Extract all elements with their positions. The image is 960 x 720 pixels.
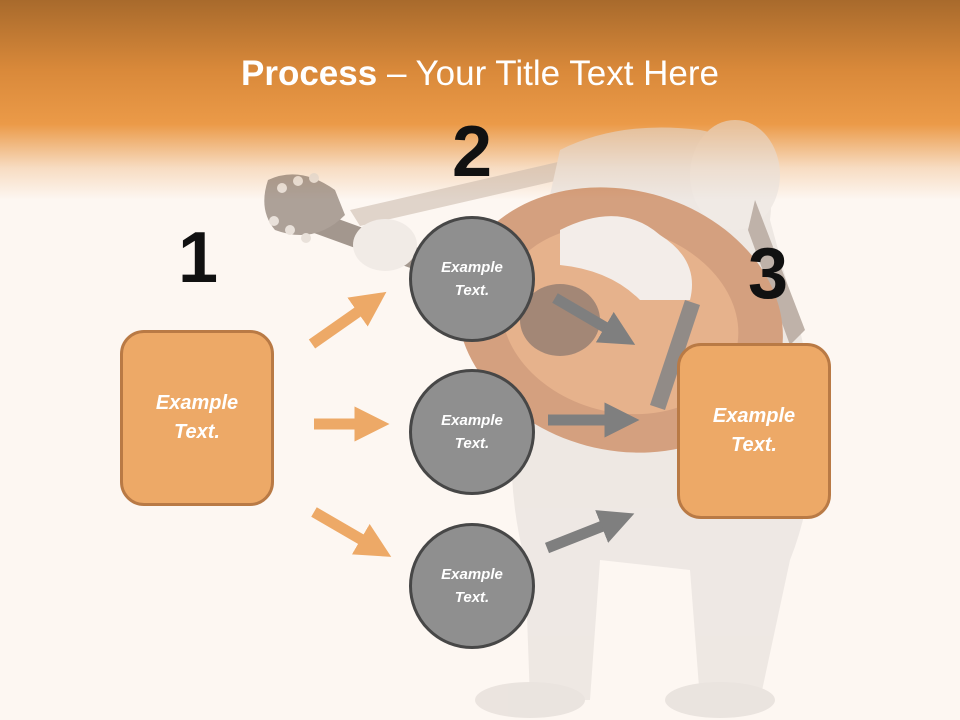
title-rest: – Your Title Text Here: [377, 54, 719, 93]
step-3-box: Example Text.: [677, 343, 831, 519]
arrow-1-to-2a: [308, 291, 387, 349]
step-2-circle-2-text: Example Text.: [441, 412, 503, 452]
arrow-2a-to-3: [552, 293, 636, 345]
arrow-2c-to-3: [544, 510, 635, 554]
step-2-circle-1: Example Text.: [409, 216, 535, 342]
step-2-circle-3: Example Text.: [409, 523, 535, 649]
step-1-box: Example Text.: [120, 330, 274, 506]
step-2-circle-3-text: Example Text.: [441, 566, 503, 606]
step-number-3: 3: [747, 234, 789, 314]
step-number-1: 1: [177, 218, 219, 298]
slide-title: Process – Your Title Text Here: [0, 52, 960, 96]
step-2-circle-1-text: Example Text.: [441, 259, 503, 299]
step-number-2: 2: [451, 112, 493, 192]
step-1-text: Example Text.: [155, 392, 239, 443]
step-2-circle-2: Example Text.: [409, 369, 535, 495]
arrow-1-to-2c: [311, 507, 392, 557]
header-band: [0, 0, 960, 200]
title-bold: Process: [241, 54, 378, 93]
step-3-text: Example Text.: [712, 405, 796, 456]
